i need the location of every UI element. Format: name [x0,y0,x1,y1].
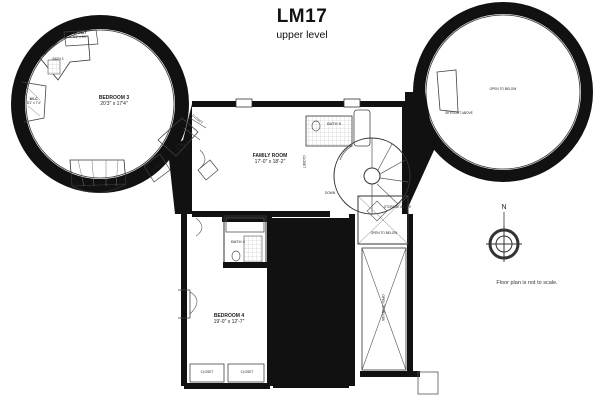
storage-block [357,195,409,245]
label-bedroom3: BEDROOM 3 20'3" x 17'4" [98,95,130,107]
corridor-solid [273,218,349,388]
page-subtitle: upper level [276,29,328,41]
label-wic: W.I.C. 8'1" x 7'4" [27,97,41,105]
bath5-room [305,115,353,147]
label-open-below-right: OPEN TO BELOW [489,87,517,91]
bath3-floor [47,59,61,75]
label-closet-c: CLOSET [301,155,306,169]
label-open-below-shaft: OPEN TO BELOW [380,294,385,322]
closet-b-box [189,363,225,383]
foyer-outline [157,117,199,157]
window-family-right [343,98,361,108]
right-tower-inner-line [425,14,581,170]
label-skylight: SKYLIGHT ABOVE [445,111,473,115]
scale-note: Floor plan is not to scale. [496,280,558,286]
skylight-box [366,200,388,222]
label-family-room: FAMILY ROOM 17'-0" x 18'-2" [252,153,288,165]
open-shaft [361,247,407,371]
main-walls [181,101,420,389]
label-storage: STORAGE ABOVE [384,205,412,209]
label-bath3: BATH 3 [52,57,64,61]
down-arrow-icon [325,231,334,240]
shaft-exit [417,371,439,395]
right-tower [413,2,593,182]
spiral-stair [333,137,411,215]
closet-top-box [63,29,99,47]
left-connector-wall [168,104,192,214]
compass-north-label: N [501,204,507,211]
closet-c-box [227,363,265,383]
right-tower-window-seat [436,69,459,113]
label-bath5: BATH 5 [327,121,341,126]
bedroom4-entry [178,289,191,319]
wic-walls [21,81,47,123]
bath4-tub [225,217,265,233]
right-tower-wall [413,2,593,182]
label-foyer: FOYER 6'4" x 6'4" [176,143,190,151]
label-closet-d: CLOSET [200,370,214,374]
compass-icon [486,212,522,262]
left-tower-inner-line [25,29,175,179]
bath4-toilet [231,250,241,262]
right-connector-wall [405,92,435,214]
bath3-walls [39,35,91,81]
label-closet-e: CLOSET [240,370,254,374]
label-down: DOWN [324,191,336,195]
left-tower-wall [11,15,189,193]
closet-a-box [143,153,171,183]
left-tower [11,15,189,193]
bath5-toilet [311,120,321,132]
label-open-below-stair: OPEN TO BELOW [370,231,398,235]
window-family-left [235,98,253,108]
label-closet-top: CLOSET 5'3" x 5'9" [73,31,87,39]
label-bedroom4: BEDROOM 4 19'-0" x 12'-7" [213,313,245,325]
bath5-tub [353,109,371,147]
label-bath4: BATH 4 [231,239,245,244]
page-title: LM17 [276,6,328,27]
